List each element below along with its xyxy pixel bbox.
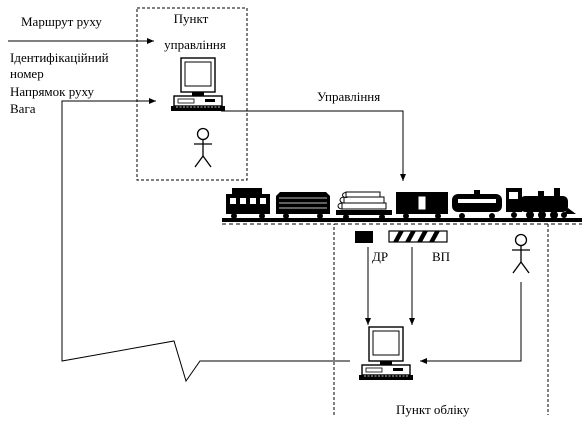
sensor-icon: [355, 231, 373, 243]
train-icon: [226, 188, 576, 220]
control-arrow: [221, 111, 403, 181]
dr-label: ДР: [372, 249, 388, 264]
rail-track: [222, 218, 582, 222]
control-point-title-line2: управління: [164, 37, 226, 52]
computer-icon: [359, 327, 413, 380]
weighing-platform-icon: [389, 231, 447, 242]
control-label: Управління: [317, 89, 380, 104]
feedback-line: [62, 101, 350, 381]
control-point-title-line1: Пункт: [174, 11, 209, 26]
person-icon: [512, 235, 530, 274]
id-label-line1: Ідентифікаційний: [10, 50, 109, 65]
accounting-point-title: Пункт обліку: [396, 402, 470, 417]
computer-icon: [171, 58, 225, 111]
person-icon: [194, 129, 212, 168]
vp-label: ВП: [432, 249, 450, 264]
route-label: Маршрут руху: [21, 14, 102, 29]
operator-arrow: [420, 282, 521, 361]
direction-label: Напрямок руху: [10, 84, 95, 99]
weight-label: Вага: [10, 101, 36, 116]
id-label-line2: номер: [10, 66, 44, 81]
